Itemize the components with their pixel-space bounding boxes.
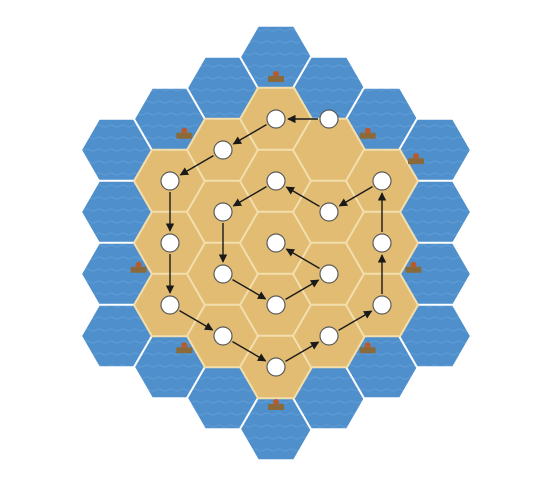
number-token-spot[interactable]	[160, 171, 180, 191]
number-token-spot[interactable]	[266, 357, 286, 377]
number-token-spot[interactable]	[266, 171, 286, 191]
placement-arrow	[338, 185, 373, 207]
harbor-icon	[130, 261, 147, 273]
number-token-spot[interactable]	[319, 109, 339, 129]
placement-arrow	[179, 154, 214, 176]
number-token-spot[interactable]	[319, 264, 339, 284]
number-token-spot[interactable]	[266, 233, 286, 253]
placement-arrow	[338, 310, 373, 332]
harbor-icon	[359, 342, 376, 354]
harbor-icon	[359, 127, 376, 139]
number-token-spot[interactable]	[213, 264, 233, 284]
number-token-spot[interactable]	[372, 295, 392, 315]
harbor-icon	[268, 71, 284, 82]
number-token-spot[interactable]	[266, 109, 286, 129]
harbor-layer	[130, 71, 424, 410]
placement-arrow	[232, 278, 267, 300]
placement-arrow	[232, 123, 267, 145]
harbor-icon	[268, 399, 284, 410]
placement-arrow	[285, 248, 320, 270]
number-token-spot[interactable]	[160, 233, 180, 253]
placement-arrow	[232, 185, 267, 207]
number-token-spot[interactable]	[266, 295, 286, 315]
number-token-spot[interactable]	[319, 202, 339, 222]
harbor-icon	[408, 153, 424, 165]
number-token-spot[interactable]	[213, 202, 233, 222]
spot-layer	[160, 109, 392, 377]
arrow-layer	[165, 114, 387, 363]
number-token-spot[interactable]	[372, 171, 392, 191]
number-token-spot[interactable]	[213, 140, 233, 160]
harbor-icon	[176, 127, 193, 139]
land-layer	[132, 86, 420, 400]
number-token-spot[interactable]	[160, 295, 180, 315]
number-token-spot[interactable]	[372, 233, 392, 253]
placement-arrow	[285, 279, 320, 301]
number-token-spot[interactable]	[319, 326, 339, 346]
placement-arrow	[285, 186, 320, 208]
sea-layer	[79, 24, 473, 462]
placement-arrow	[179, 309, 214, 331]
harbor-icon	[405, 261, 422, 273]
harbor-icon	[176, 342, 193, 354]
number-token-spot[interactable]	[213, 326, 233, 346]
placement-arrow	[285, 341, 320, 363]
placement-arrow	[232, 340, 267, 362]
